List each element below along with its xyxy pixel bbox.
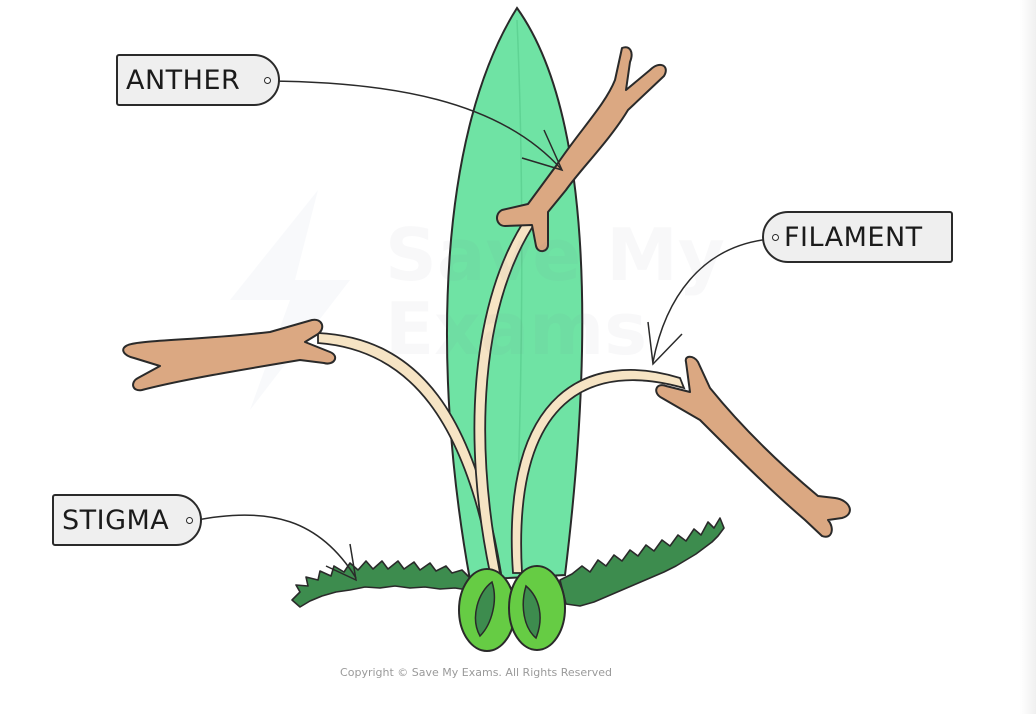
copyright-notice: Copyright © Save My Exams. All Rights Re…: [340, 666, 612, 679]
edge-shade: [1020, 0, 1036, 714]
anther-right: [655, 355, 851, 538]
anther-leader: [267, 80, 563, 171]
filament-leader-arrowhead: [647, 321, 683, 366]
label-filament: FILAMENT: [784, 221, 923, 253]
filament-leader: [652, 238, 771, 363]
anther-left: [122, 318, 337, 392]
tag-hole-icon: [264, 76, 271, 84]
leader-lines: [191, 80, 771, 582]
anther-leader-arrowhead: [521, 129, 564, 172]
label-tag-anther: ANTHER: [116, 54, 280, 106]
label-stigma: STIGMA: [62, 504, 170, 536]
stigma-leader: [191, 514, 357, 579]
anthers: [122, 46, 851, 538]
label-anther: ANTHER: [126, 64, 241, 96]
label-tag-filament: FILAMENT: [762, 211, 953, 263]
tag-hole-icon: [186, 516, 193, 524]
ovary-right-seed: [522, 584, 541, 640]
stigma-leader-arrowhead: [325, 543, 357, 582]
stigma-left: [291, 560, 471, 608]
label-tag-stigma: STIGMA: [52, 494, 202, 546]
stigma-right: [559, 517, 725, 607]
filament-right: [510, 369, 686, 574]
filament-left: [317, 332, 503, 574]
tag-hole-icon: [772, 233, 779, 241]
ovaries: [458, 565, 566, 652]
ovary-left-seed: [474, 580, 496, 638]
watermark-logo-icon: [230, 190, 350, 410]
